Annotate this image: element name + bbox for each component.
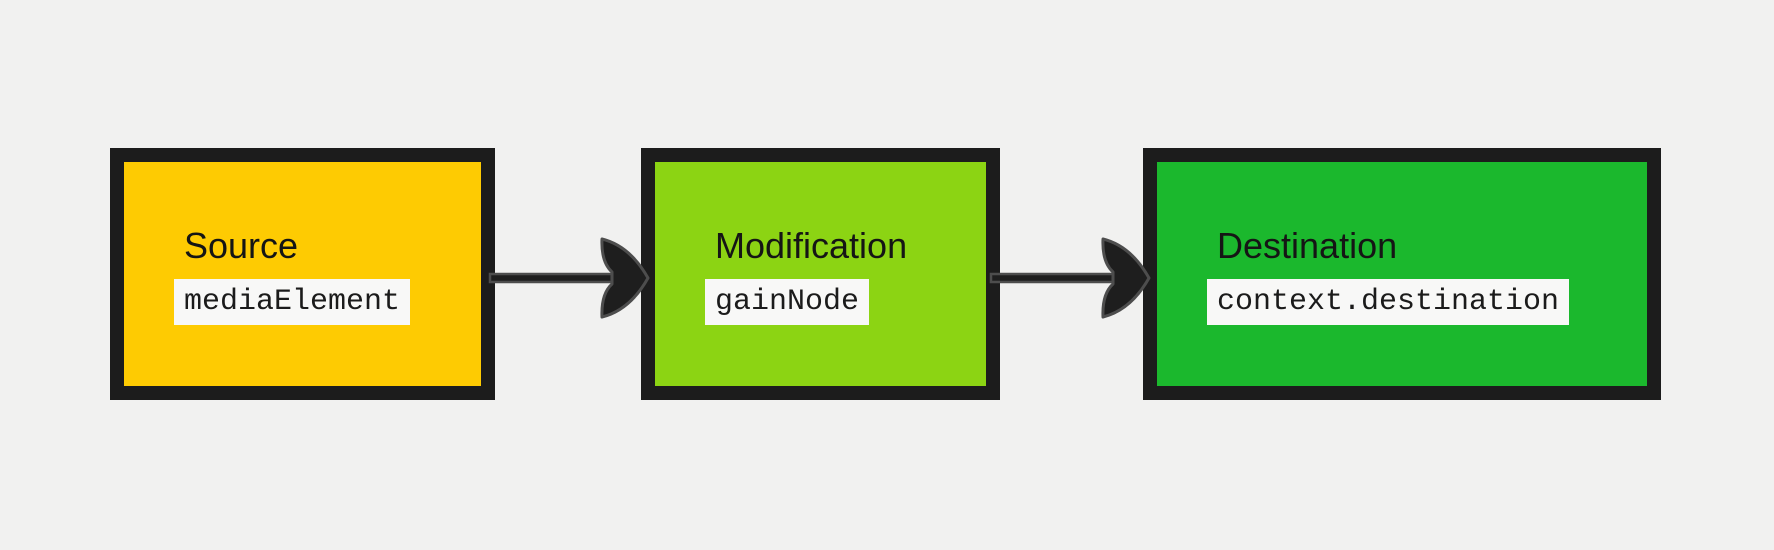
node-destination-title: Destination — [1217, 224, 1398, 266]
node-source-code-label: mediaElement — [174, 278, 411, 325]
arrow-modification-to-destination-icon — [989, 237, 1151, 319]
node-modification-title: Modification — [715, 224, 908, 266]
node-modification: Modification gainNode — [641, 148, 1000, 400]
node-source: Source mediaElement — [110, 148, 495, 400]
node-source-title: Source — [184, 224, 299, 266]
node-destination-code-label: context.destination — [1207, 278, 1570, 325]
node-destination: Destination context.destination — [1143, 148, 1661, 400]
node-modification-code-label: gainNode — [705, 278, 870, 325]
arrow-source-to-modification-icon — [488, 237, 650, 319]
